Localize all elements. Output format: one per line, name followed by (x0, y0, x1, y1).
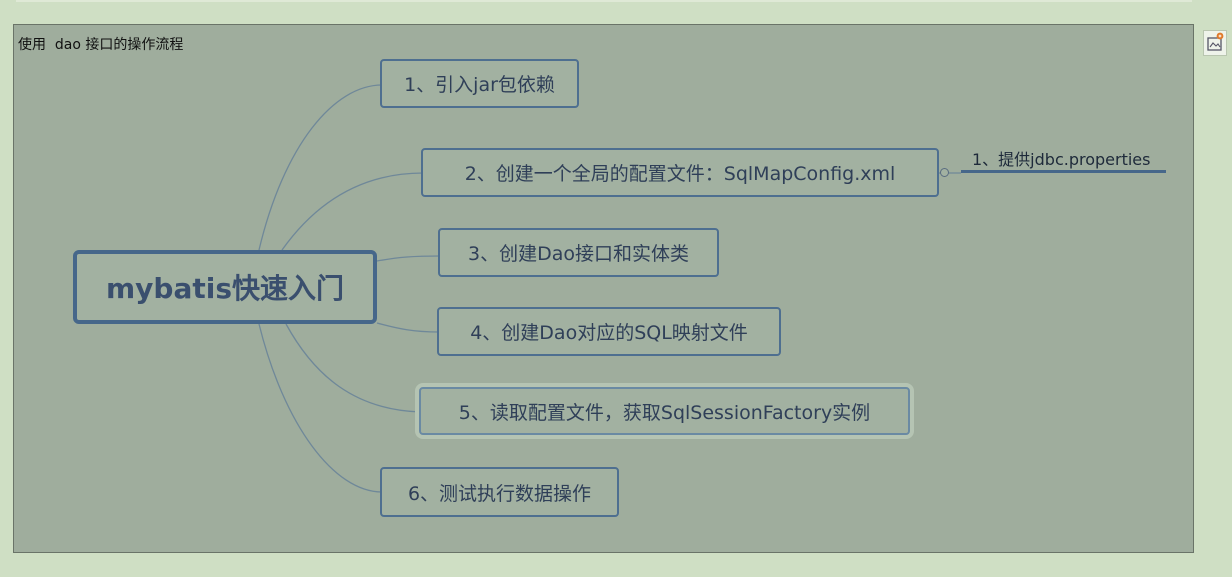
connector-branch-3 (376, 255, 441, 262)
root-node[interactable]: mybatis快速入门 (73, 250, 377, 324)
mindmap-caption: 使用 dao 接口的操作流程 (18, 37, 184, 53)
branch-node-2[interactable]: 2、创建一个全局的配置文件：SqlMapConfig.xml (421, 148, 939, 197)
branch-node-4[interactable]: 4、创建Dao对应的SQL映射文件 (437, 307, 781, 356)
image-edit-icon[interactable] (1203, 30, 1227, 56)
connector-branch-1 (258, 84, 383, 251)
branch-node-5[interactable]: 5、读取配置文件，获取SqlSessionFactory实例 (419, 387, 910, 435)
branch-node-6[interactable]: 6、测试执行数据操作 (380, 467, 619, 517)
connector-branch-4 (376, 322, 440, 333)
connector-branch-2 (281, 172, 424, 251)
branch-node-1[interactable]: 1、引入jar包依赖 (380, 59, 579, 108)
connector-branch-5 (285, 323, 422, 413)
collapse-circle-icon[interactable] (940, 168, 949, 177)
branch-node-3[interactable]: 3、创建Dao接口和实体类 (438, 228, 719, 277)
top-divider (16, 0, 1192, 2)
sub-node-properties[interactable]: 1、提供jdbc.properties (972, 150, 1151, 169)
sub-node-underline (961, 170, 1166, 173)
connector-branch-6 (258, 323, 383, 493)
mindmap-canvas[interactable]: 使用 dao 接口的操作流程 mybatis快速入门 1、引入jar包依赖 2、… (13, 24, 1194, 553)
